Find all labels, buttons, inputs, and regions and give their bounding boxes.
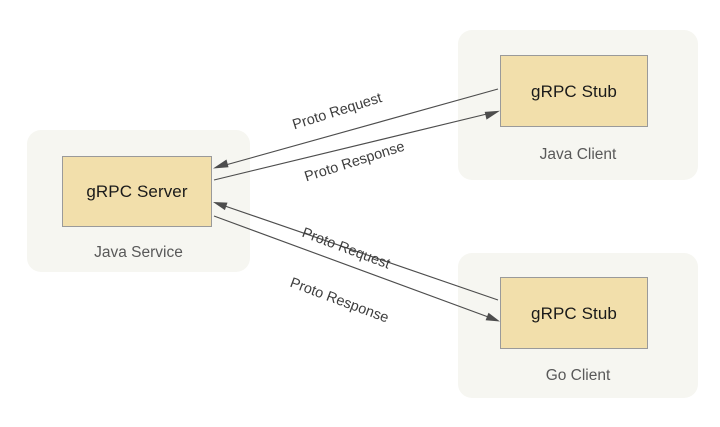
node-grpc-server-label: gRPC Server bbox=[86, 182, 188, 201]
edge-java-response-label: Proto Response bbox=[302, 138, 407, 186]
edge-java-request-label: Proto Request bbox=[290, 90, 384, 134]
node-grpc-stub-java-label: gRPC Stub bbox=[531, 81, 617, 101]
group-go-client-caption: Go Client bbox=[545, 367, 611, 384]
node-grpc-stub-go[interactable]: gRPC Stub bbox=[500, 277, 648, 349]
node-grpc-stub-java[interactable]: gRPC Stub bbox=[500, 55, 648, 127]
node-grpc-server[interactable]: gRPC Server bbox=[62, 156, 212, 227]
edge-go-response-label: Proto Response bbox=[287, 275, 391, 327]
group-java-service-caption: Java Service bbox=[94, 244, 183, 261]
node-grpc-stub-go-label: gRPC Stub bbox=[531, 303, 617, 323]
group-java-client-caption: Java Client bbox=[539, 146, 617, 163]
edge-go-request-label: Proto Request bbox=[299, 225, 393, 273]
